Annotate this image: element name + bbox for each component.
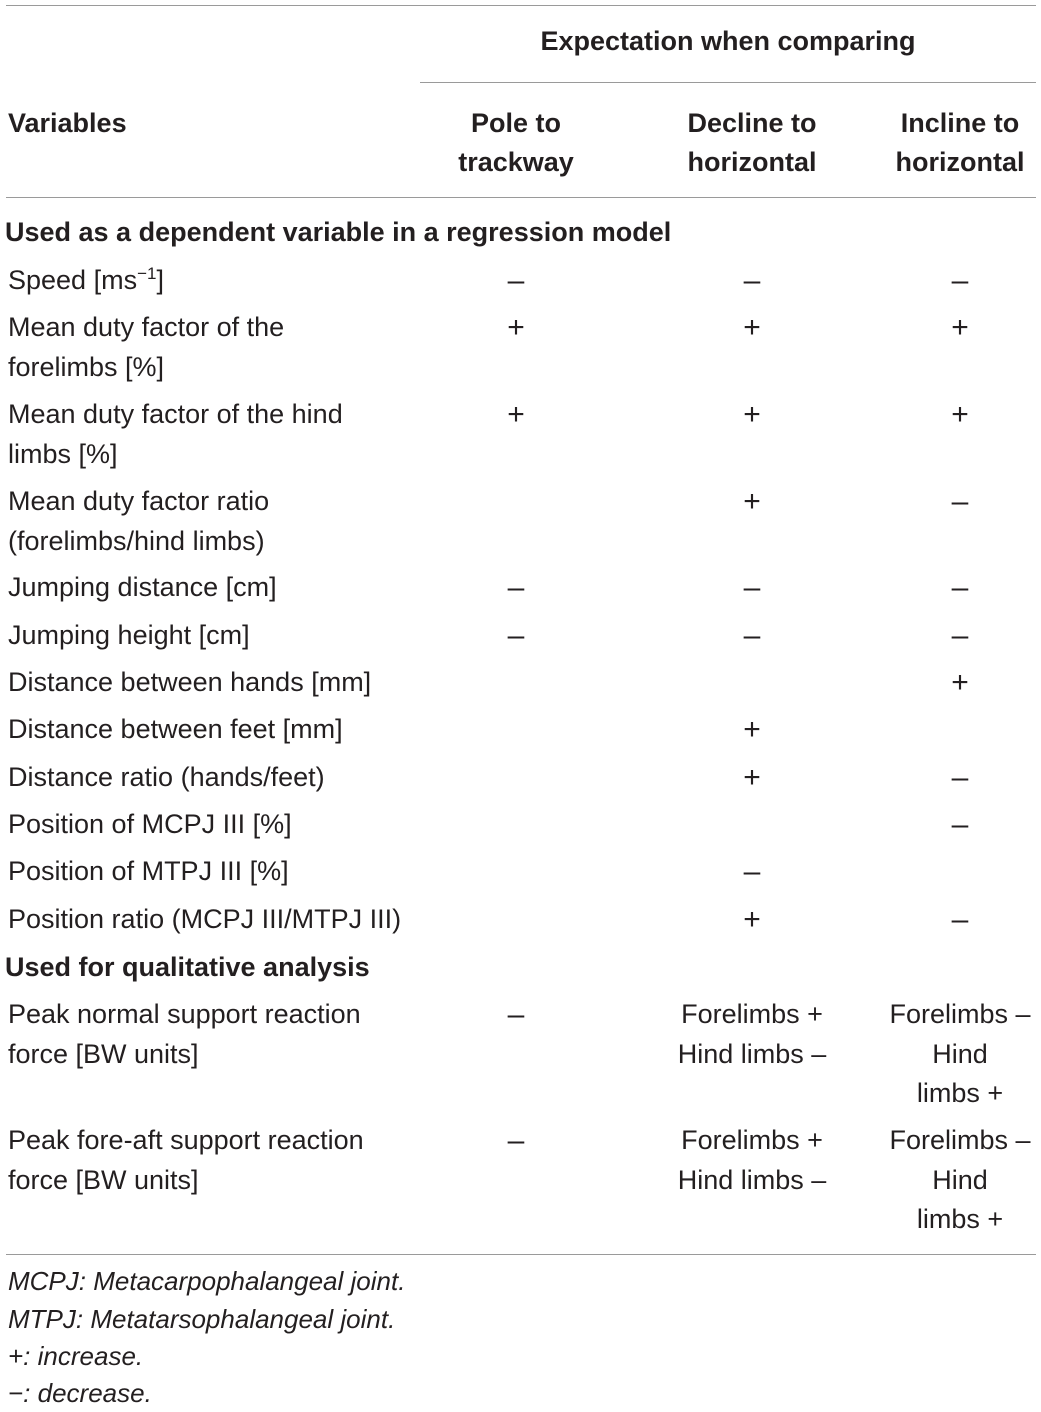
table-cell: Forelimbs + Hind limbs – [650,995,854,1074]
table-cell: – [507,1124,525,1157]
table-cell: + [507,398,525,431]
table-row-label: Distance between hands [mm] [8,667,372,697]
footnote: +: increase. [8,1341,144,1371]
table-row-label: Position of MTPJ III [%] [8,856,289,886]
cell-line: Forelimbs + [681,1125,823,1155]
col-header-line: Incline to [900,108,1020,138]
table-cell: – [507,998,525,1031]
table-cell: – [951,903,969,936]
table-cell: – [507,619,525,652]
footnote: MTPJ: Metatarsophalangeal joint. [8,1304,396,1334]
col-header-line: Decline to [687,108,817,138]
cell-line: Hind limbs – [677,1164,827,1195]
label-text: Peak fore-aft support reaction [8,1125,364,1155]
table-cell: – [743,855,761,888]
table-row-label: Mean duty factor of the forelimbs [%] [8,308,418,387]
cell-line: Forelimbs – [889,1125,1031,1155]
table-cell: + [743,485,761,518]
table-cell: – [951,485,969,518]
table-row-label: Mean duty factor ratio (forelimbs/hind l… [8,482,418,561]
section-heading-qualitative: Used for qualitative analysis [5,952,370,982]
cell-line: limbs + [916,1078,1004,1108]
table-row-label: Peak normal support reaction force [BW u… [8,995,418,1074]
col-header-incline: Incline to horizontal [880,104,1040,182]
table-cell: – [951,571,969,604]
cell-line: limbs + [916,1204,1004,1234]
group-header: Expectation when comparing [540,26,916,56]
label-text: Mean duty factor ratio [8,486,270,516]
col-header-decline: Decline to horizontal [650,104,854,182]
label-text: ] [156,265,164,295]
table-cell: – [507,264,525,297]
table-row-label: Speed [ms−1] [8,261,418,301]
label-text: Mean duty factor of the hind [8,399,343,429]
label-text: limbs [%] [8,438,118,469]
cell-line: Hind limbs – [677,1038,827,1069]
footnote: −: decrease. [8,1378,152,1408]
table-row-label: Jumping height [cm] [8,620,250,650]
table-cell: + [743,398,761,431]
table-cell: Forelimbs – Hind limbs + [880,1121,1040,1240]
col-header-pole: Pole to trackway [416,104,616,182]
label-text: (forelimbs/hind limbs) [8,525,265,556]
table-cell: + [951,666,969,699]
cell-line: Forelimbs + [681,999,823,1029]
label-text: Peak normal support reaction [8,999,361,1029]
table-cell: – [951,761,969,794]
table-cell: – [951,619,969,652]
table-cell: – [951,264,969,297]
label-text: forelimbs [%] [8,351,165,382]
col-header-line: trackway [458,147,574,177]
cell-line: Forelimbs – [889,999,1031,1029]
table-cell: – [507,571,525,604]
footnote: MCPJ: Metacarpophalangeal joint. [8,1266,406,1296]
table-cell: – [951,808,969,841]
table-row-label: Jumping distance [cm] [8,572,277,602]
label-superscript: −1 [137,264,157,283]
label-text: force [BW units] [8,1038,199,1069]
col-header-line: horizontal [895,147,1025,177]
label-text: force [BW units] [8,1164,199,1195]
table-row-label: Position of MCPJ III [%] [8,809,292,839]
table-row-label: Mean duty factor of the hind limbs [%] [8,395,418,474]
table-row-label: Position ratio (MCPJ III/MTPJ III) [8,904,402,934]
col-header-line: horizontal [687,147,817,177]
group-header-rule [420,82,1036,83]
variables-header: Variables [8,108,127,138]
col-header-line: Pole to [470,108,561,138]
table-cell: + [743,713,761,746]
table-cell: + [743,903,761,936]
table-cell: – [743,264,761,297]
table-cell: + [951,311,969,344]
table-cell: Forelimbs – Hind limbs + [880,995,1040,1114]
table-cell: + [743,761,761,794]
table-cell: Forelimbs + Hind limbs – [650,1121,854,1200]
cell-line: Hind [932,1164,988,1195]
header-rule [6,197,1036,198]
table-row-label: Distance between feet [mm] [8,714,343,744]
footer-rule [6,1254,1036,1255]
table-cell: + [951,398,969,431]
table-cell: – [743,619,761,652]
section-heading-regression: Used as a dependent variable in a regres… [5,217,672,247]
table-cell: + [507,311,525,344]
cell-line: Hind [932,1038,988,1069]
top-rule [6,5,1036,6]
label-text: Mean duty factor of the [8,312,285,342]
table-cell: + [743,311,761,344]
table-cell: – [743,571,761,604]
table-row-label: Peak fore-aft support reaction force [BW… [8,1121,418,1200]
label-text: Speed [ms [8,265,138,295]
table-row-label: Distance ratio (hands/feet) [8,762,325,792]
